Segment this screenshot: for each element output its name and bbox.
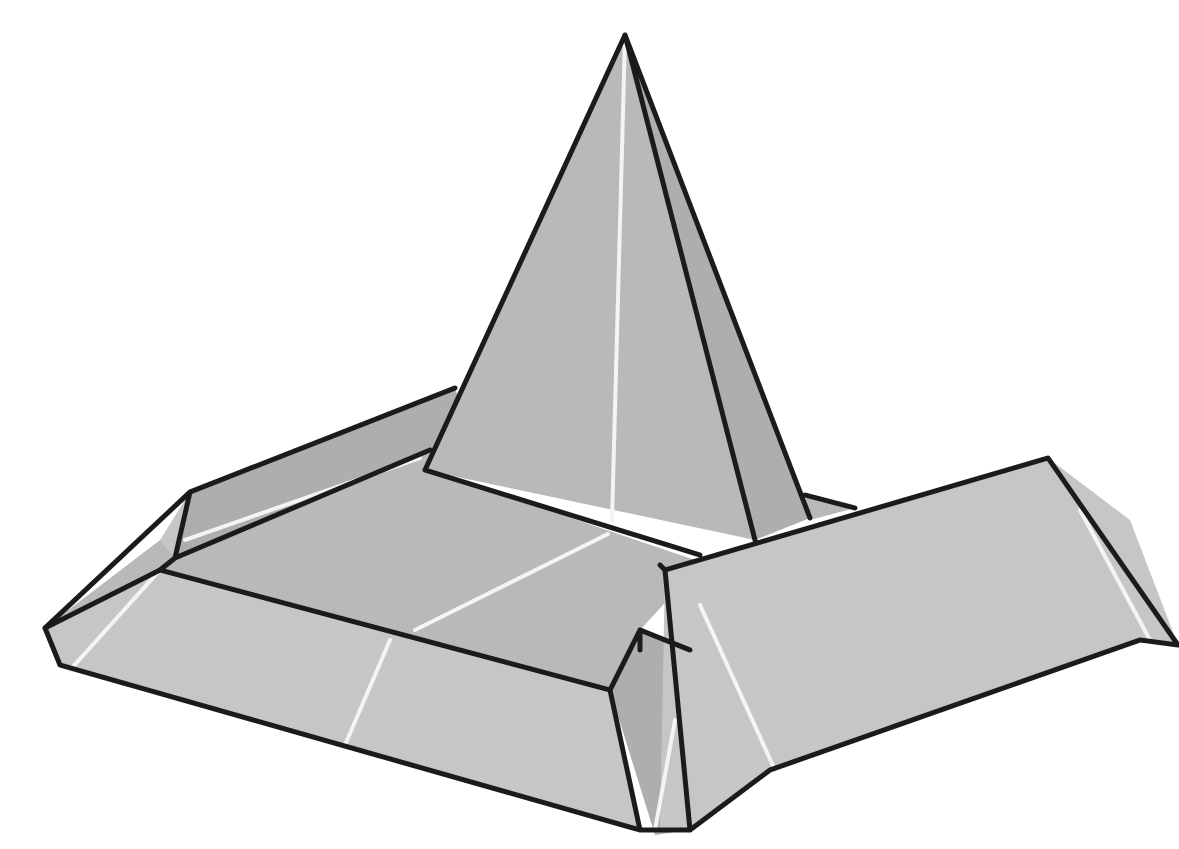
origami-diagram <box>0 0 1179 849</box>
